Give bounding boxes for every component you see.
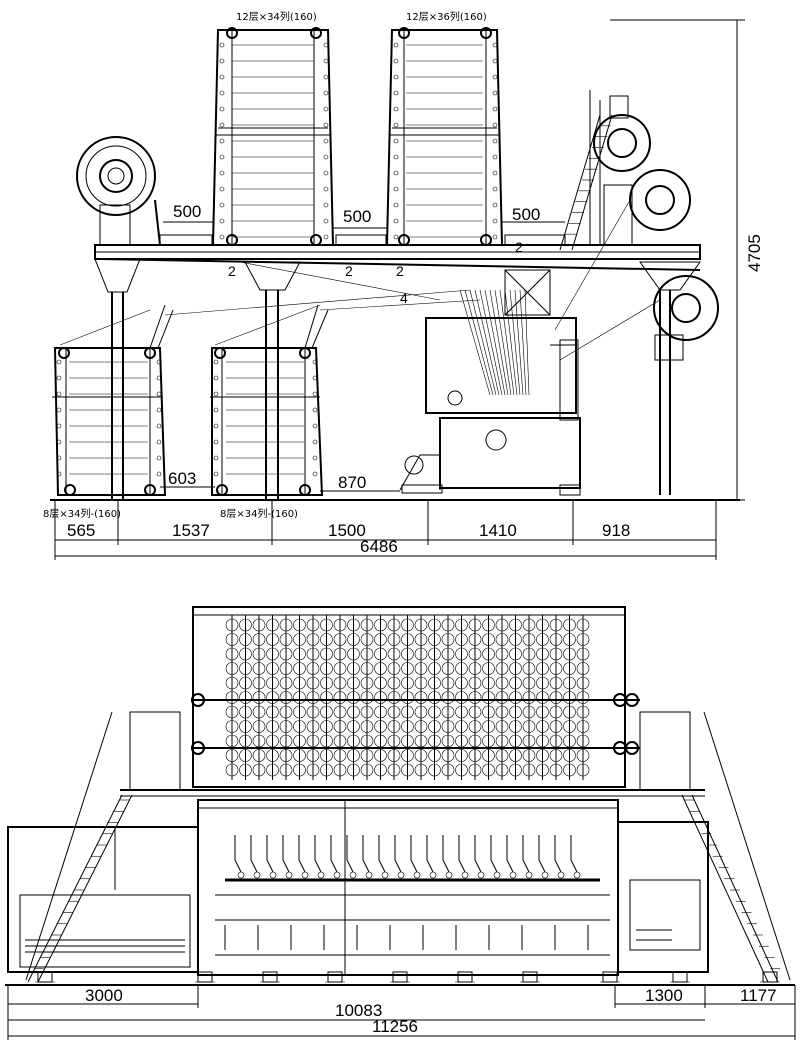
creel-label-top-left: 12层×34列(160) xyxy=(236,10,317,23)
side-stairs xyxy=(559,114,613,251)
right-cabinet xyxy=(617,821,709,973)
dim-seg5: 918 xyxy=(602,521,630,540)
dim-front-right-a: 1300 xyxy=(645,986,683,1005)
front-dims: 3000 1300 1177 10083 11256 xyxy=(7,985,796,1040)
dim-gap-lower2: 870 xyxy=(338,473,366,492)
warp-beams-right xyxy=(589,90,719,361)
marker-4: 4 xyxy=(400,290,408,306)
marker-1: 2 xyxy=(228,263,236,279)
dim-gap3: 500 xyxy=(512,205,540,224)
creel-label-bottom-mid: 8层×34列-(160) xyxy=(220,507,298,520)
side-view: 12层×34列(160) 12层×36列(160) xyxy=(43,10,764,560)
marker-2: 2 xyxy=(345,263,353,279)
dim-front-left: 3000 xyxy=(85,986,123,1005)
gap-dims-top: 500 500 500 xyxy=(163,202,565,229)
marker-3: 2 xyxy=(396,263,404,279)
platform-beam xyxy=(94,234,701,271)
dim-front-mid-total: 10083 xyxy=(335,1001,382,1020)
dim-seg3: 1500 xyxy=(328,521,366,540)
dim-front-total: 11256 xyxy=(372,1017,418,1036)
front-feet xyxy=(35,971,780,983)
dim-seg2: 1537 xyxy=(172,521,210,540)
front-machine-body xyxy=(197,799,619,976)
dim-height: 4705 xyxy=(745,234,764,272)
lower-creel-left xyxy=(52,304,174,496)
yarn-lines xyxy=(59,199,661,361)
dim-gap2: 500 xyxy=(343,207,371,226)
dim-total-side: 6486 xyxy=(360,537,398,556)
gap-dims-lower: 603 870 xyxy=(160,469,400,492)
height-dim: 4705 xyxy=(610,19,764,501)
dim-front-right-b: 1177 xyxy=(740,986,777,1005)
front-view: 3000 1300 1177 10083 11256 xyxy=(5,606,796,1040)
segment-dims: 565 1537 1500 1410 918 6486 xyxy=(54,500,717,560)
top-creel-right xyxy=(385,27,504,246)
creel-label-bottom-left: 8层×34列-(160) xyxy=(43,507,121,520)
warp-beam-left xyxy=(76,136,161,246)
knitting-machine xyxy=(399,269,581,496)
front-railings xyxy=(120,711,705,797)
dim-gap-lower: 603 xyxy=(168,469,196,488)
left-cabinet xyxy=(7,826,199,973)
support-columns xyxy=(94,258,701,500)
dim-seg4: 1410 xyxy=(479,521,517,540)
lower-creel-middle xyxy=(210,304,329,496)
dim-gap1: 500 xyxy=(173,202,201,221)
front-creel xyxy=(191,606,640,788)
marker-5: 2 xyxy=(515,239,523,255)
dim-seg1: 565 xyxy=(67,521,95,540)
creel-label-top-right: 12层×36列(160) xyxy=(406,10,487,23)
